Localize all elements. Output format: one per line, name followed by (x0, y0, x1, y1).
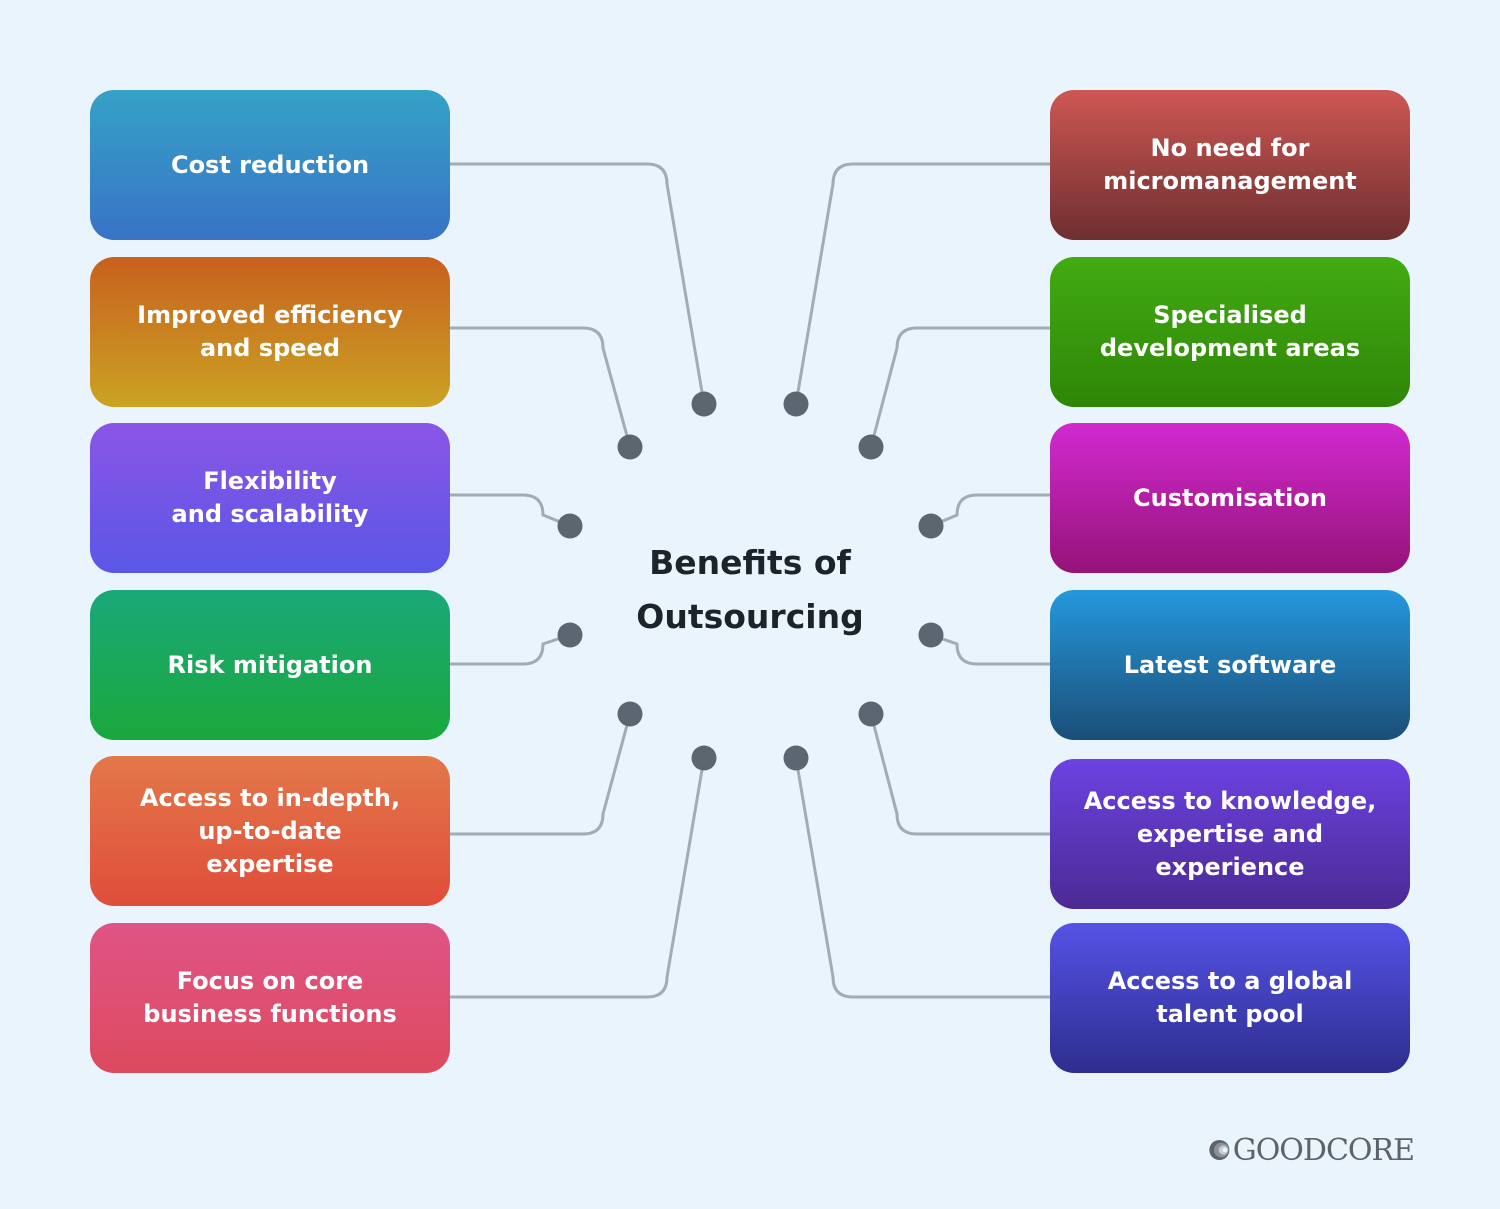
left-connector-line (448, 756, 706, 999)
right-connector-line (794, 756, 1052, 999)
left-connector-line (448, 326, 632, 449)
left-benefit-card: Risk mitigation (90, 590, 450, 740)
right-connector-dot (858, 434, 884, 460)
left-benefit-card: Focus on core business functions (90, 923, 450, 1073)
left-connector-dot (691, 745, 717, 771)
right-benefit-card: No need for micromanagement (1050, 90, 1410, 240)
left-connector-line (448, 493, 572, 528)
left-connector-dot (617, 701, 643, 727)
right-connector-line (794, 162, 1052, 406)
right-connector-dot (918, 622, 944, 648)
left-connector-dot (557, 513, 583, 539)
right-connector-dot (783, 391, 809, 417)
right-benefit-card: Customisation (1050, 423, 1410, 573)
right-benefit-card: Latest software (1050, 590, 1410, 740)
goodcore-logo: GOODCORE (1208, 1128, 1415, 1172)
left-benefit-card: Cost reduction (90, 90, 450, 240)
right-benefit-card: Specialised development areas (1050, 257, 1410, 407)
right-connector-dot (783, 745, 809, 771)
left-connector-line (448, 633, 572, 666)
left-benefit-card: Flexibility and scalability (90, 423, 450, 573)
right-connector-line (869, 326, 1052, 449)
left-benefit-card: Access to in-depth, up-to-date expertise (90, 756, 450, 906)
left-benefit-card: Improved efficiency and speed (90, 257, 450, 407)
right-connector-line (929, 633, 1052, 666)
left-connector-line (448, 712, 632, 836)
right-connector-dot (858, 701, 884, 727)
diagram-title: Benefits of Outsourcing (636, 543, 864, 636)
logo-wordmark: GOODCORE (1232, 1132, 1415, 1168)
right-connector-line (929, 493, 1052, 528)
right-benefit-card: Access to a global talent pool (1050, 923, 1410, 1073)
goodcore-mark-icon (1209, 1139, 1230, 1161)
left-connector-dot (557, 622, 583, 648)
left-connector-dot (691, 391, 717, 417)
left-connector-dot (617, 434, 643, 460)
right-connector-dot (918, 513, 944, 539)
right-connector-line (869, 712, 1052, 836)
left-connector-line (448, 162, 706, 406)
right-benefit-card: Access to knowledge, expertise and exper… (1050, 759, 1410, 909)
